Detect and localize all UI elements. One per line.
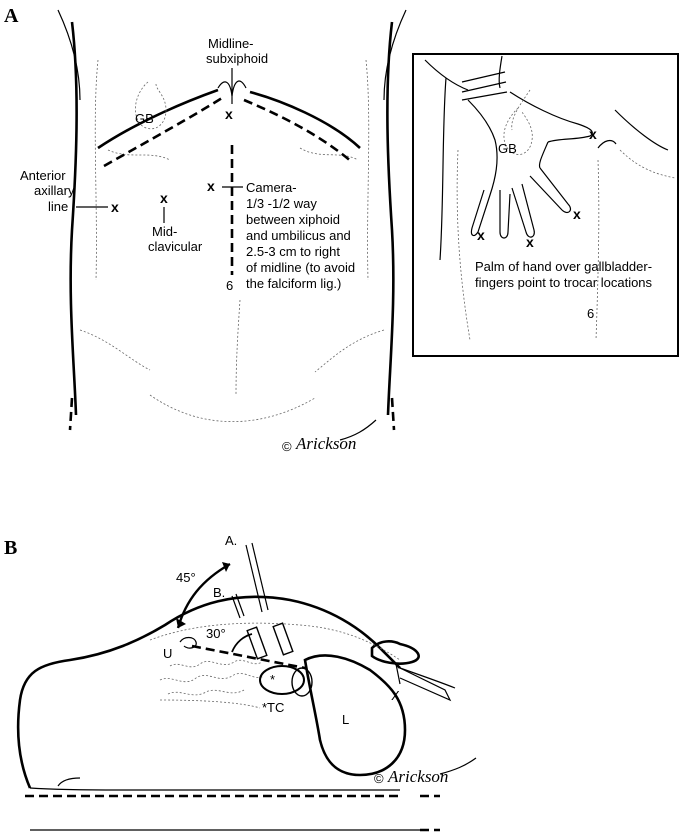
x-port-label: X <box>391 688 400 703</box>
midclav-label-1: Mid- <box>152 224 177 239</box>
camera-line-4: and umbilicus and <box>246 228 351 243</box>
camera-port-x: x <box>207 178 215 194</box>
inset-frame <box>412 53 679 357</box>
inset-x-3: x <box>477 227 485 243</box>
umbilicus-label: U <box>163 646 172 661</box>
anterior-axillary-port-x: x <box>111 199 119 215</box>
trocars <box>231 542 294 660</box>
x-port-pointer <box>395 663 401 685</box>
umbilicus-mark-a: 6 <box>226 278 233 293</box>
tc-label: *TC <box>262 700 284 715</box>
angle-45-arrowhead-2 <box>176 618 186 628</box>
signature-flourish-b <box>439 757 477 775</box>
signature-b: Arickson <box>387 767 448 786</box>
camera-line-5: 2.5-3 cm to right <box>246 244 340 259</box>
angle-30-arc <box>231 633 253 653</box>
inset-x-4: x <box>526 234 534 250</box>
lateral-body-outline <box>16 595 456 832</box>
gb-label: GB <box>135 111 154 126</box>
midline-label-1: Midline- <box>208 36 254 51</box>
angle-45-arc <box>176 562 231 629</box>
tc-star: * <box>270 672 275 687</box>
camera-line-1: Camera- <box>246 180 297 195</box>
umbilicus-icon <box>179 636 197 649</box>
signature-a: Arickson <box>295 434 356 453</box>
panel-a-label: A <box>4 5 19 27</box>
copyright-a: © <box>282 439 292 454</box>
bowel-texture <box>159 659 265 696</box>
torso-outline <box>57 9 407 431</box>
inset-x-1: x <box>589 126 597 142</box>
camera-line-7: the falciform lig.) <box>246 276 341 291</box>
angle-45-label: 45° <box>176 570 196 585</box>
camera-trajectory-line <box>191 644 306 670</box>
camera-line-3: between xiphoid <box>246 212 340 227</box>
copyright-b: © <box>374 771 384 786</box>
inset-caption-1: Palm of hand over gallbladder- <box>475 259 652 274</box>
midclav-label-2: clavicular <box>148 239 203 254</box>
midclavicular-port-x: x <box>160 190 168 206</box>
transverse-colon-outline <box>259 665 305 695</box>
liver-outline <box>303 654 407 777</box>
angle-45-arrowhead <box>222 562 230 572</box>
inset-hand-drawing <box>424 55 676 341</box>
panel-b-label: B <box>4 537 17 559</box>
anterior-label-2: axillary <box>34 183 75 198</box>
inset-x-2: x <box>573 206 581 222</box>
anterior-label-1: Anterior <box>20 168 66 183</box>
trocar-b-label: B. <box>213 585 225 600</box>
inset-umbilicus-mark: 6 <box>587 306 594 321</box>
inset-gallbladder-outline <box>503 107 533 155</box>
inset-gb-label: GB <box>498 141 517 156</box>
camera-line-2: 1/3 -1/2 way <box>246 196 317 211</box>
trocar-a-label: A. <box>225 533 237 548</box>
gallbladder-outline <box>135 81 167 130</box>
inset-caption-2: fingers point to trocar locations <box>475 275 653 290</box>
signature-flourish-a <box>339 419 377 441</box>
liver-label: L <box>342 712 349 727</box>
subxiphoid-port-x: x <box>225 106 233 122</box>
camera-line-6: of midline (to avoid <box>246 260 355 275</box>
angle-30-label: 30° <box>206 626 226 641</box>
anterior-label-3: line <box>48 199 68 214</box>
midline-label-2: subxiphoid <box>206 51 268 66</box>
